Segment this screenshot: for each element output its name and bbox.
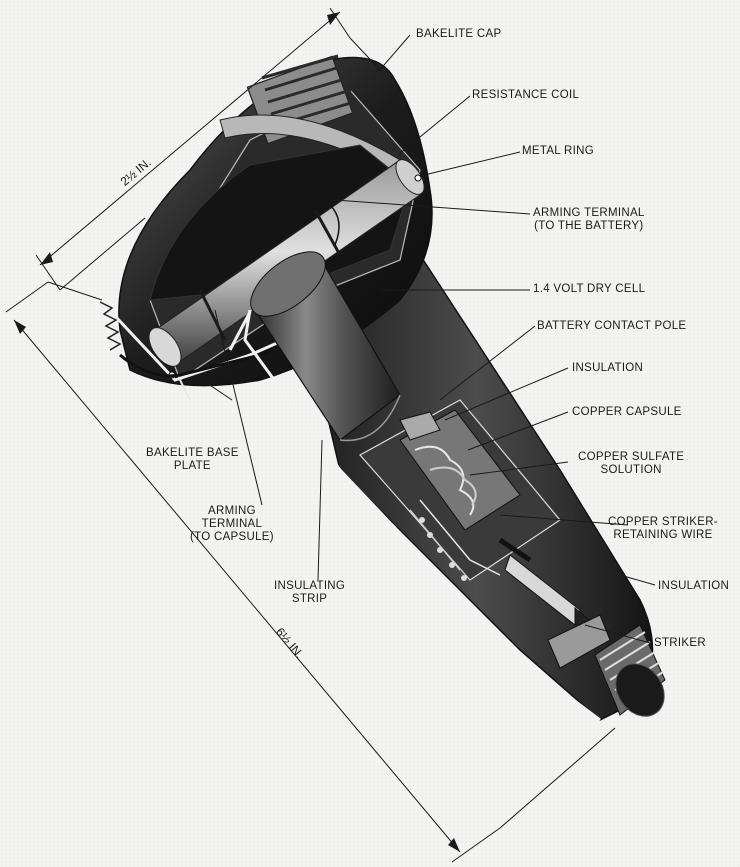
label-arming-terminal-battery-line-2: (TO THE BATTERY) — [534, 220, 644, 232]
dimension-arrowheads — [14, 12, 460, 852]
label-bakelite-cap: BAKELITE CAP — [416, 28, 502, 40]
leader-lines — [194, 34, 656, 644]
label-insulating-strip: INSULATING STRIP — [274, 580, 345, 606]
label-arming-terminal-capsule-line-2: TERMINAL — [201, 518, 263, 530]
label-metal-ring: METAL RING — [522, 145, 595, 157]
label-striker-wire-line-1: COPPER STRIKER- — [608, 516, 718, 528]
label-arming-terminal-capsule: ARMING TERMINAL (TO CAPSULE) — [190, 505, 274, 544]
nose-threads — [547, 614, 666, 717]
label-insulation-upper: INSULATION — [572, 362, 644, 374]
label-copper-sulfate-solution: COPPER SULFATE SOLUTION — [578, 451, 684, 477]
dry-cell — [250, 251, 401, 442]
label-arming-terminal-capsule-line-3: (TO CAPSULE) — [190, 531, 274, 543]
label-copper-capsule: COPPER CAPSULE — [572, 406, 682, 418]
capsule-mechanism — [359, 399, 561, 581]
label-arming-terminal-battery: ARMING TERMINAL (TO THE BATTERY) — [533, 207, 645, 233]
label-arming-terminal-capsule-line-1: ARMING — [208, 505, 256, 517]
label-battery-contact-pole: BATTERY CONTACT POLE — [537, 320, 687, 332]
label-resistance-coil: RESISTANCE COIL — [472, 89, 580, 101]
label-arming-terminal-battery-line-1: ARMING TERMINAL — [533, 207, 645, 219]
dimension-lines — [5, 7, 616, 863]
label-copper-sulfate-line-2: SOLUTION — [600, 464, 662, 476]
label-insulation-lower: INSULATION — [658, 580, 730, 592]
base-plate-edge — [119, 318, 341, 378]
label-insulating-strip-line-2: STRIP — [291, 593, 328, 605]
label-striker: STRIKER — [654, 637, 706, 649]
label-bakelite-base-line-2: PLATE — [173, 460, 211, 472]
insulating-strip-line — [243, 309, 601, 722]
label-copper-striker-retaining-wire: COPPER STRIKER- RETAINING WIRE — [608, 516, 718, 542]
label-dry-cell: 1.4 VOLT DRY CELL — [533, 283, 646, 295]
label-bakelite-base-plate: BAKELITE BASE PLATE — [146, 447, 239, 473]
label-copper-sulfate-line-1: COPPER SULFATE — [578, 451, 685, 463]
label-insulating-strip-line-1: INSULATING — [274, 580, 346, 592]
label-bakelite-base-line-1: BAKELITE BASE — [146, 447, 239, 459]
label-striker-wire-line-2: RETAINING WIRE — [613, 529, 713, 541]
